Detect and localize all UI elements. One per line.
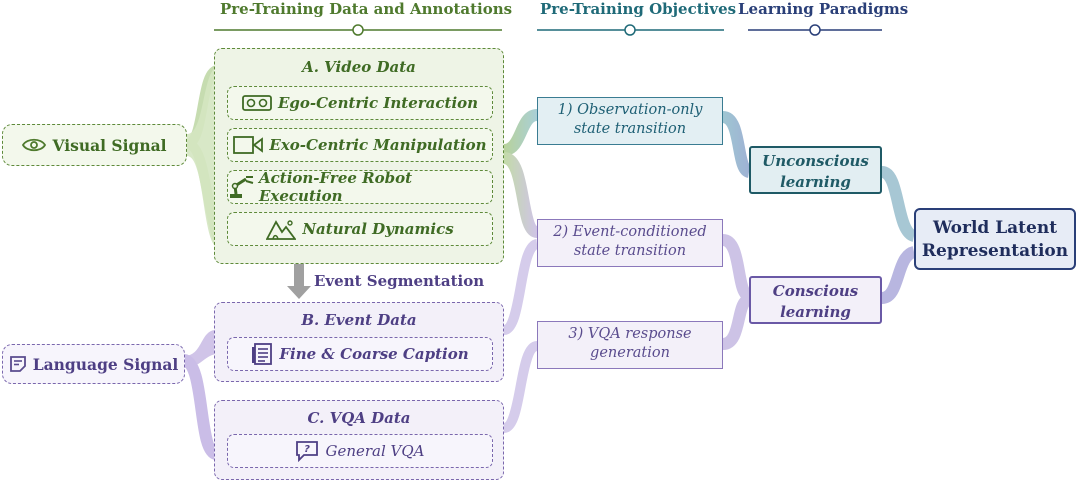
objective-3-line2: generation [590, 345, 670, 361]
exo-centric-item: Exo-Centric Manipulation [227, 128, 493, 162]
header-objectives: Pre-Training Objectives [540, 0, 737, 18]
header-paradigms: Learning Paradigms [738, 0, 909, 18]
robot-execution-item: Action-Free Robot Execution [227, 169, 493, 205]
ego-centric-label: Ego-Centric Interaction [277, 94, 479, 112]
paradigm-conscious: Conscious learning [749, 276, 882, 324]
event-data-title: B. Event Data [301, 311, 417, 329]
question-chat-icon: ? [295, 440, 319, 462]
video-camera-icon [233, 135, 264, 155]
output-line1: World Latent [932, 218, 1058, 238]
language-signal-box: Language Signal [2, 344, 185, 384]
objective-2-line2: state transition [573, 243, 687, 259]
svg-text:?: ? [305, 444, 311, 455]
mountain-icon [266, 218, 297, 240]
caption-label: Fine & Coarse Caption [279, 345, 469, 363]
robot-arm-icon [228, 175, 256, 199]
event-data-group: B. Event Data Fine & Coarse Caption [214, 302, 504, 382]
exo-centric-label: Exo-Centric Manipulation [269, 136, 487, 154]
video-data-group: A. Video Data Ego-Centric Interaction Ex… [214, 48, 504, 264]
objective-event-conditioned: 2) Event-conditioned state transition [537, 219, 723, 267]
natural-dynamics-label: Natural Dynamics [302, 220, 454, 238]
general-vqa-item: ? General VQA [227, 434, 493, 468]
note-icon [9, 355, 27, 373]
language-signal-label: Language Signal [32, 354, 179, 374]
visual-signal-box: Visual Signal [2, 124, 187, 166]
paradigm-unconscious-line2: learning [780, 173, 851, 191]
objective-vqa-response: 3) VQA response generation [537, 321, 723, 369]
vqa-data-title: C. VQA Data [307, 409, 411, 427]
vr-headset-icon [242, 94, 272, 112]
event-segmentation-label: Event Segmentation [314, 272, 485, 290]
objective-1-line2: state transition [573, 121, 687, 137]
paradigm-conscious-line2: learning [780, 303, 851, 321]
document-list-icon [251, 343, 273, 365]
robot-execution-label: Action-Free Robot Execution [259, 169, 413, 205]
world-latent-representation: World Latent Representation [914, 208, 1076, 270]
objective-3-line1: 3) VQA response [568, 326, 692, 342]
event-segmentation-arrow [287, 264, 311, 299]
output-line2: Representation [921, 241, 1069, 261]
general-vqa-label: General VQA [325, 442, 425, 460]
visual-signal-label: Visual Signal [52, 135, 167, 155]
paradigm-unconscious-line1: Unconscious [762, 152, 869, 170]
paradigm-conscious-line1: Conscious [772, 282, 859, 300]
ego-centric-item: Ego-Centric Interaction [227, 86, 493, 120]
video-data-title: A. Video Data [302, 58, 416, 76]
caption-item: Fine & Coarse Caption [227, 337, 493, 371]
natural-dynamics-item: Natural Dynamics [227, 212, 493, 246]
eye-icon [22, 137, 47, 153]
header-data: Pre-Training Data and Annotations [220, 0, 513, 18]
paradigm-unconscious: Unconscious learning [749, 146, 882, 194]
vqa-data-group: C. VQA Data ? General VQA [214, 400, 504, 480]
objective-2-line1: 2) Event-conditioned [553, 224, 707, 240]
objective-observation-only: 1) Observation-only state transition [537, 97, 723, 145]
objective-1-line1: 1) Observation-only [557, 102, 703, 118]
